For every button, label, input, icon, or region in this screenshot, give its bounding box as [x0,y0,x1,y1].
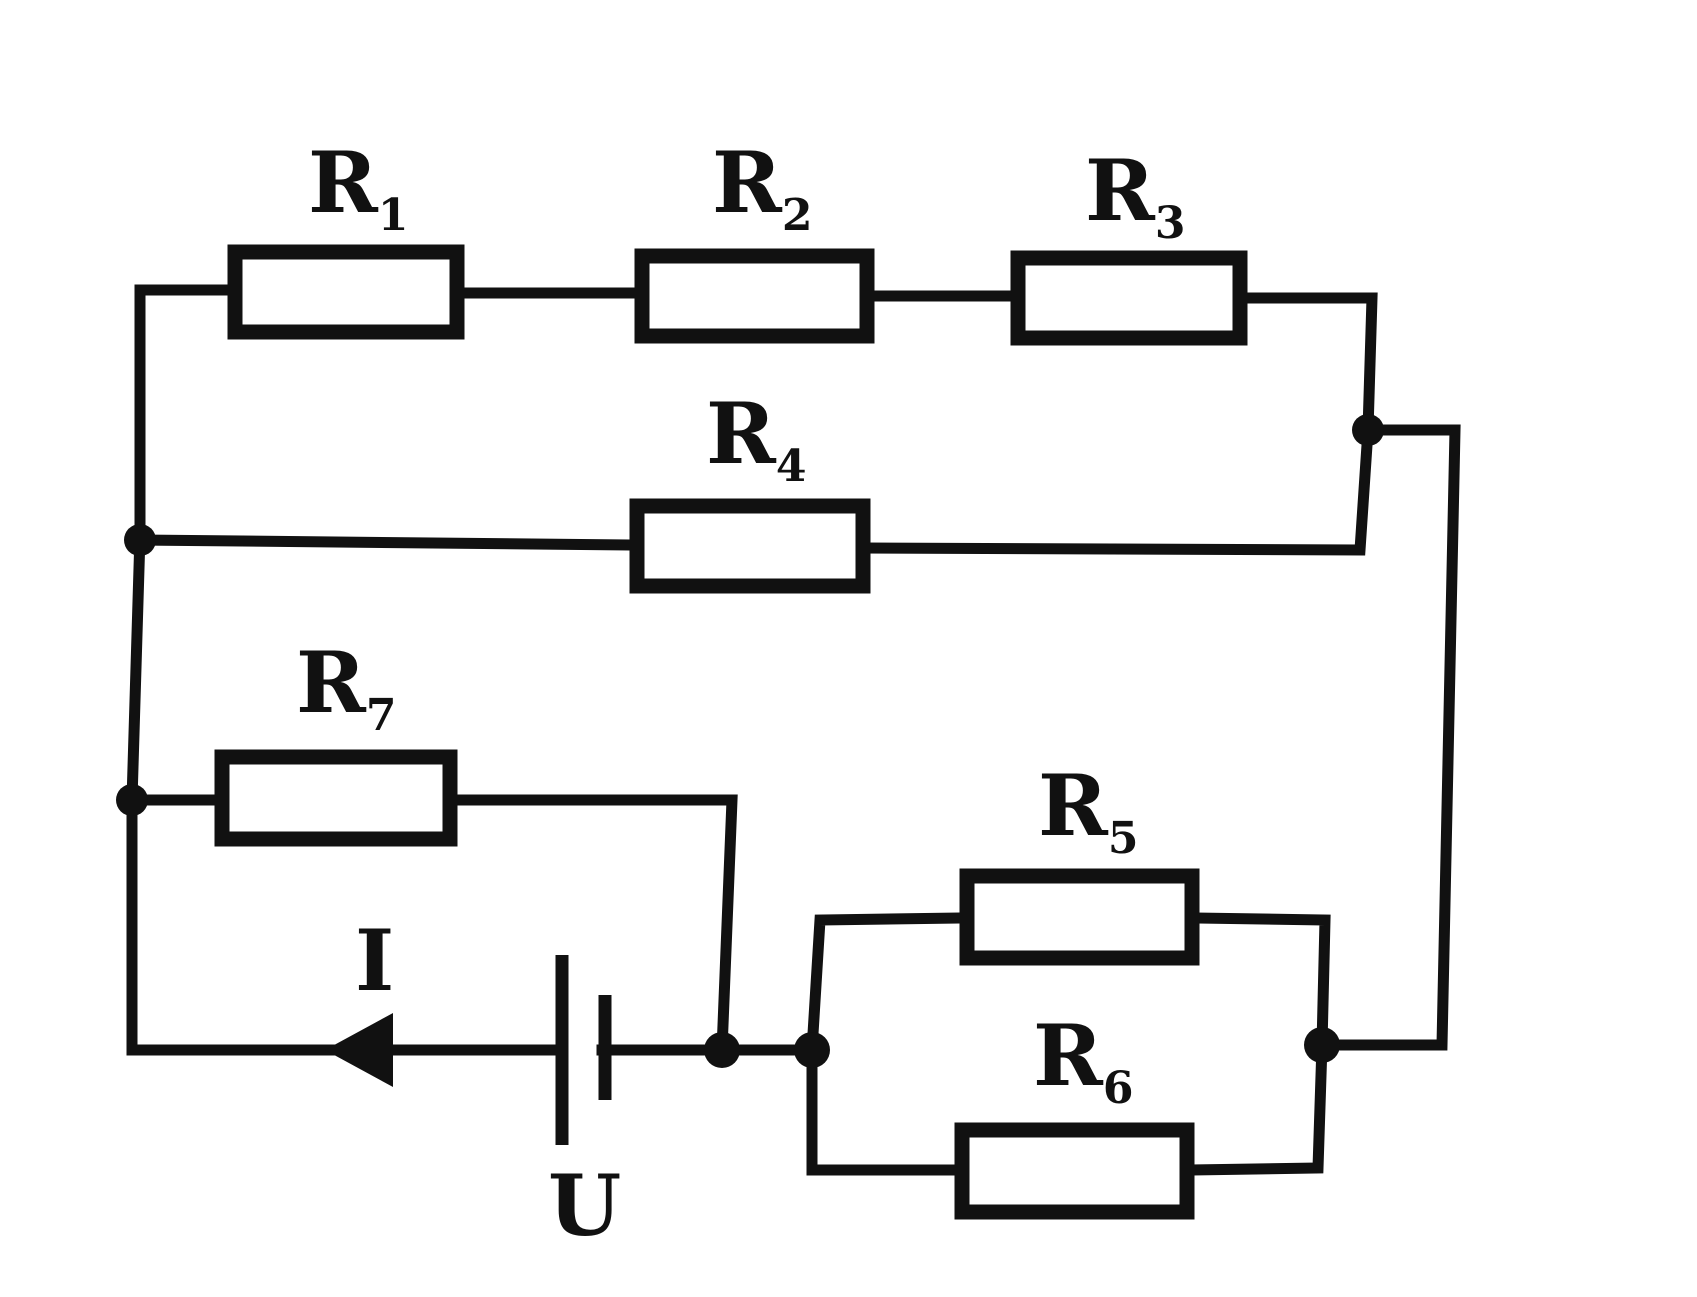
label-r7-letter: R [296,633,367,732]
resistor-r4 [629,498,871,594]
label-r4-letter: R [706,384,777,483]
label-r2-letter: R [712,133,783,232]
label-r6-letter: R [1033,1006,1104,1105]
label-r4: R4 [706,384,806,492]
resistors [214,244,1248,1220]
current-arrow-icon [325,1013,393,1087]
wire-left-rail [126,284,146,1056]
label-r3: R3 [1085,141,1185,249]
label-r1: R1 [308,133,408,241]
label-r2-index: 2 [782,190,813,241]
label-r1-letter: R [308,133,379,232]
junction-node [704,1032,740,1068]
label-voltage: U [548,1156,621,1255]
label-r2: R2 [712,133,812,241]
resistor-r7 [214,749,458,847]
wire-r4-branch [134,424,1374,556]
resistor-r3 [1010,250,1248,346]
junction-node [794,1032,830,1068]
label-r7: R7 [296,633,396,741]
label-r7-index: 7 [366,690,397,741]
label-r5-letter: R [1038,756,1109,855]
junction-node [1352,414,1384,446]
resistor-r6 [954,1122,1195,1220]
label-r4-index: 4 [776,441,807,492]
junction-node [124,524,156,556]
junctions [116,414,1384,1068]
labels: R1 R2 R3 R4 R7 R5 R6 I U [296,133,1185,1255]
resistor-r1 [227,244,465,340]
wire-top-branch [134,284,1378,436]
label-current: I [355,911,394,1010]
resistor-r5 [959,868,1200,966]
junction-node [116,784,148,816]
junction-node [1304,1027,1340,1063]
label-r3-index: 3 [1155,198,1186,249]
wire-parallel-block [806,912,1331,1176]
label-r6: R6 [1033,1006,1133,1114]
label-r3-letter: R [1085,141,1156,240]
wire-right-loop [1316,424,1461,1051]
label-r5: R5 [1038,756,1138,864]
battery [555,955,612,1145]
label-r1-index: 1 [378,190,409,241]
label-r5-index: 5 [1108,813,1139,864]
resistor-r2 [634,248,875,344]
label-r6-index: 6 [1103,1063,1134,1114]
